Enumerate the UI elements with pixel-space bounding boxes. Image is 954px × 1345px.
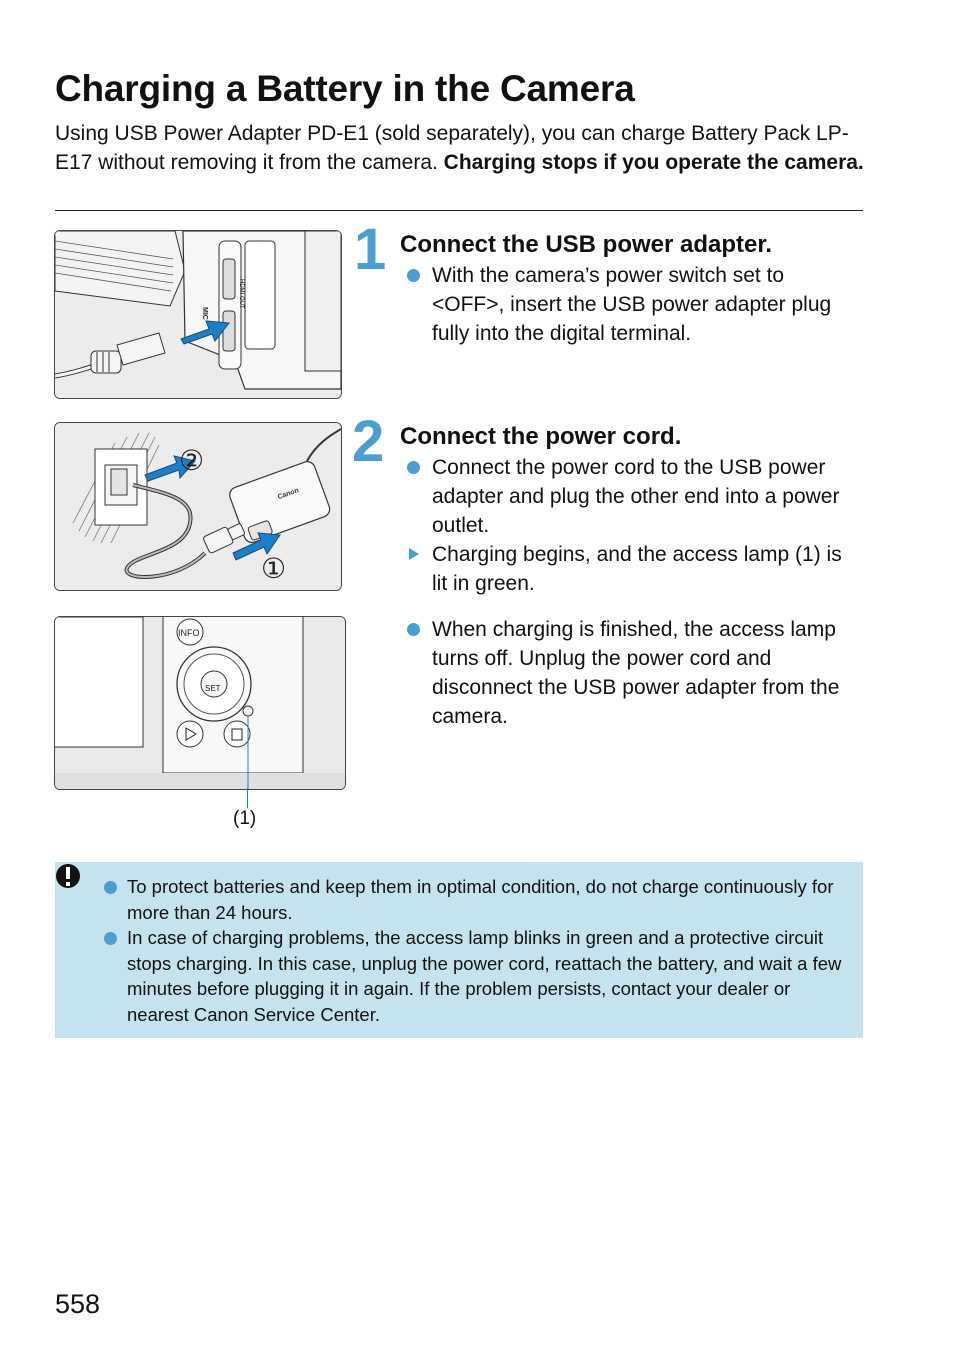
caution-item: To protect batteries and keep them in op… bbox=[102, 874, 857, 925]
step-number-1: 1 bbox=[354, 217, 387, 282]
section-divider bbox=[55, 210, 863, 211]
step-2-bullet: When charging is finished, the access la… bbox=[405, 615, 860, 731]
caution-box: To protect batteries and keep them in op… bbox=[55, 862, 863, 1038]
figure-power-cord: Canon ② ① bbox=[54, 422, 342, 591]
step-2-title: Connect the power cord. bbox=[400, 423, 682, 450]
access-lamp-callout: (1) bbox=[233, 808, 257, 829]
step-1-bullets: With the camera’s power switch set to <O… bbox=[405, 261, 860, 348]
caution-list: To protect batteries and keep them in op… bbox=[102, 874, 857, 1027]
intro-paragraph: Using USB Power Adapter PD-E1 (sold sepa… bbox=[55, 119, 867, 177]
page-number: 558 bbox=[55, 1289, 101, 1319]
marker-1: ① bbox=[261, 552, 286, 585]
step-2-bullets-continued: When charging is finished, the access la… bbox=[405, 615, 860, 731]
step-2-bullets: Connect the power cord to the USB power … bbox=[405, 453, 860, 598]
step-2-bullet: Connect the power cord to the USB power … bbox=[405, 453, 860, 540]
svg-text:MIC: MIC bbox=[201, 307, 208, 320]
figure-camera-back: INFO SET bbox=[54, 616, 346, 790]
step-1-bullet: With the camera’s power switch set to <O… bbox=[405, 261, 860, 348]
caution-item: In case of charging problems, the access… bbox=[102, 925, 857, 1027]
svg-text:HDMI OUT: HDMI OUT bbox=[238, 279, 244, 309]
step-1-title: Connect the USB power adapter. bbox=[400, 231, 773, 258]
callout-line bbox=[247, 788, 248, 808]
figure-usb-connection: MIC HDMI OUT bbox=[54, 230, 342, 399]
step-2-result: Charging begins, and the access lamp (1)… bbox=[405, 540, 860, 598]
step-number-2: 2 bbox=[352, 409, 385, 474]
intro-text: Using USB Power Adapter PD-E1 (sold sepa… bbox=[55, 122, 849, 174]
caution-icon bbox=[56, 864, 80, 888]
info-label: INFO bbox=[178, 628, 200, 638]
page-title: Charging a Battery in the Camera bbox=[55, 68, 635, 109]
set-label: SET bbox=[205, 684, 221, 693]
intro-warning: Charging stops if you operate the camera… bbox=[443, 151, 864, 174]
marker-2: ② bbox=[179, 444, 204, 477]
